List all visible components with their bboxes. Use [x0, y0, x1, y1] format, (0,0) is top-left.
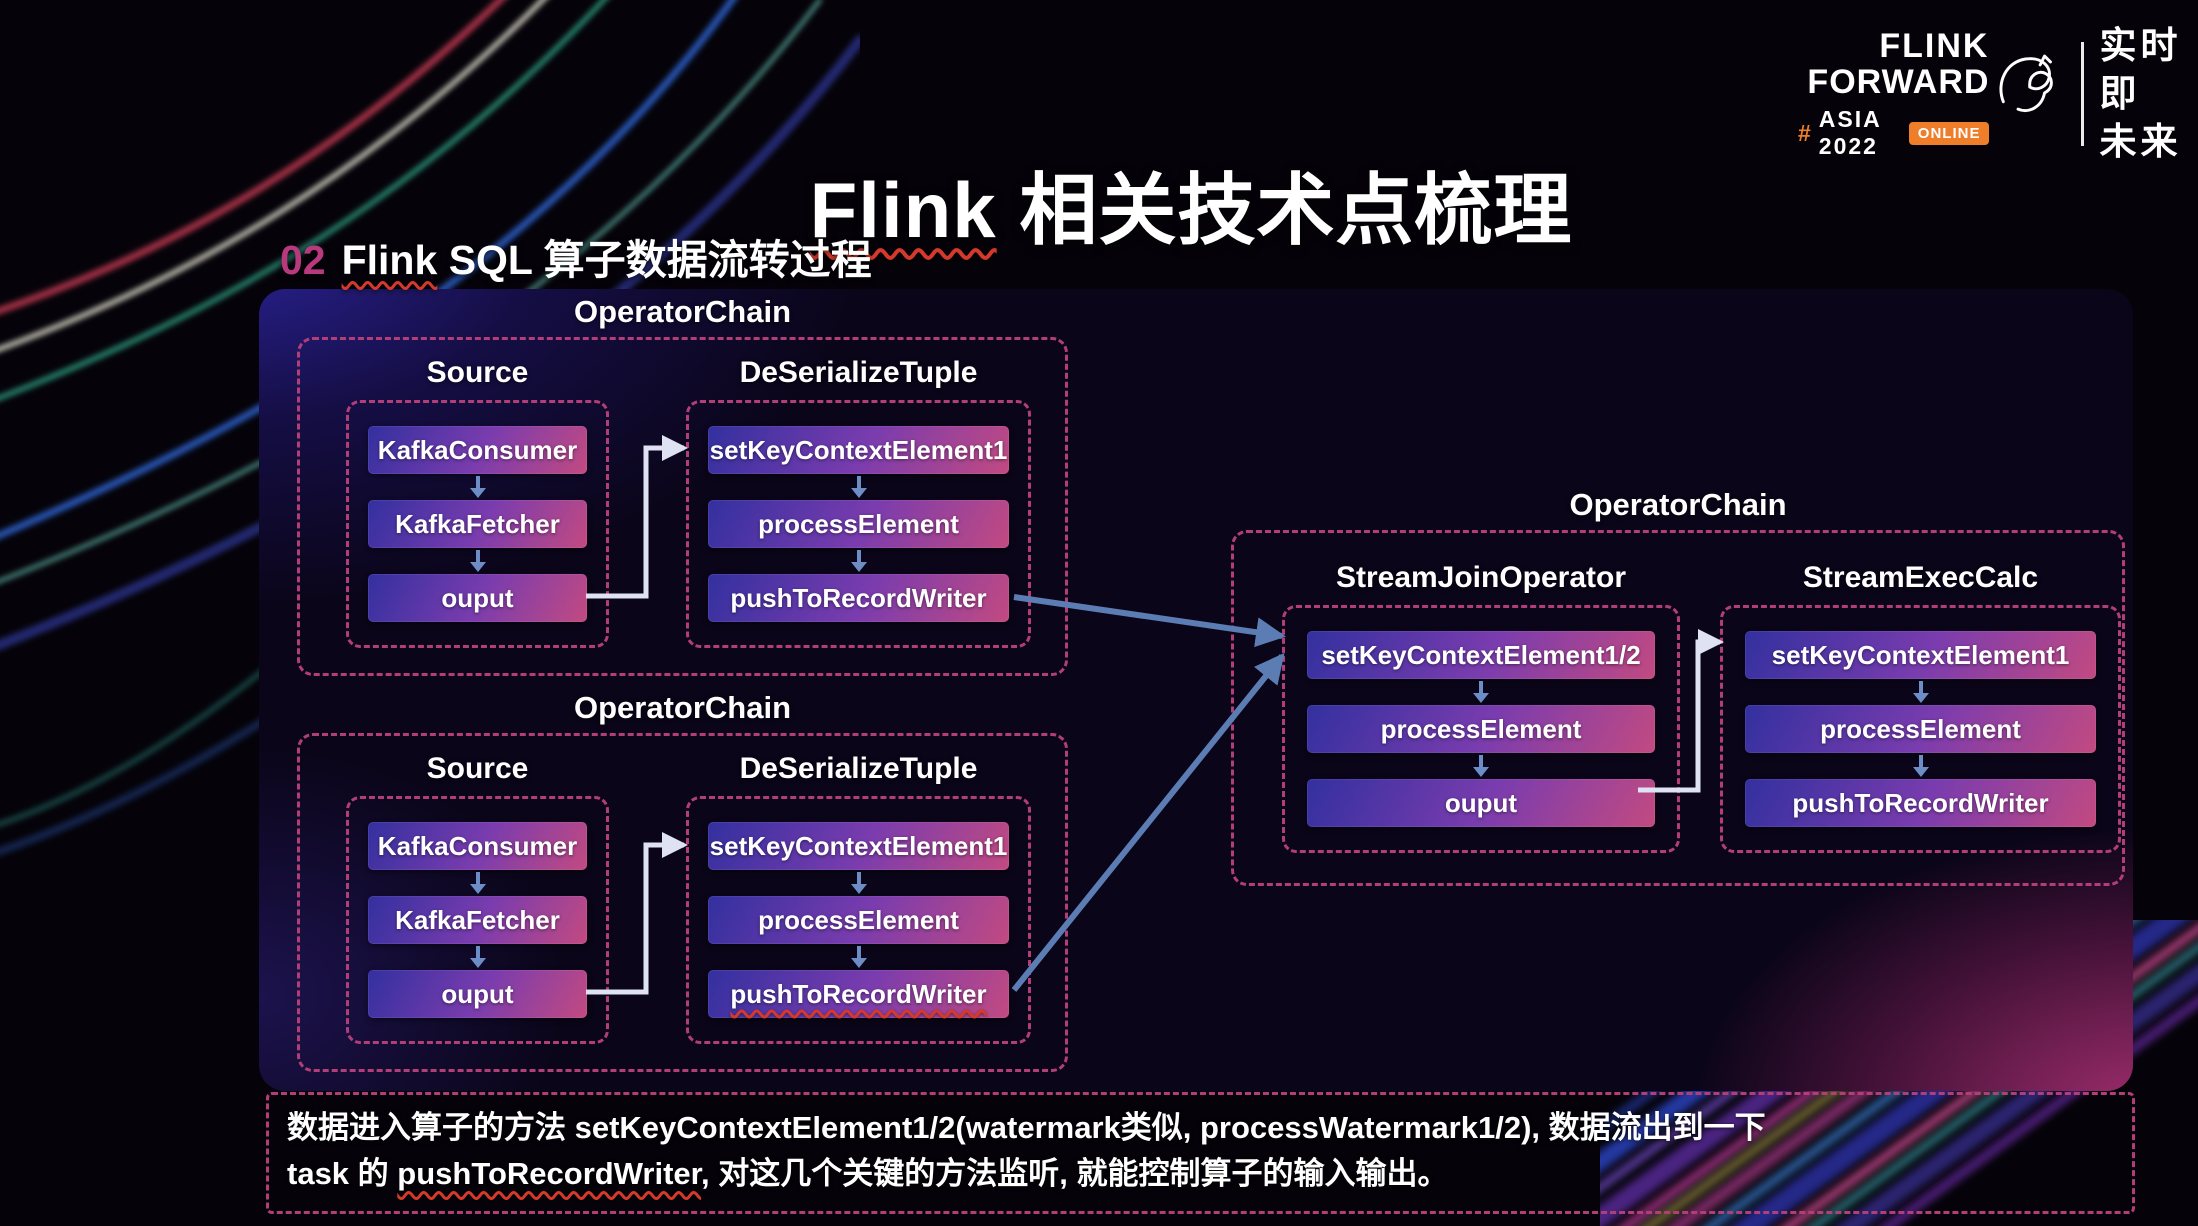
- arrow-down-icon: [1473, 755, 1489, 777]
- group-deserializetuple: DeSerializeTuple setKeyContextElement1 p…: [686, 749, 1031, 1044]
- group-title: DeSerializeTuple: [739, 356, 978, 389]
- arrow-down-icon: [850, 550, 867, 572]
- node-setkeycontextelement1: setKeyContextElement1: [708, 426, 1009, 474]
- logo-divider: [2081, 42, 2084, 146]
- node-processelement: processElement: [1307, 705, 1655, 753]
- logo-forward-text: FORWARD: [1807, 63, 1990, 101]
- group-source: Source KafkaConsumer KafkaFetcher ouput: [346, 353, 609, 648]
- tagline-line2: 未来: [2099, 121, 2182, 162]
- logo-subline: # ASIA 2022 ONLINE: [1798, 106, 1990, 160]
- note-line2: task 的 pushToRecordWriter, 对这几个关键的方法监听, …: [287, 1156, 1449, 1191]
- group-title: StreamExecCalc: [1802, 561, 2039, 594]
- group-title: Source: [426, 752, 529, 785]
- logo-asia-text: ASIA 2022: [1818, 106, 1881, 159]
- group-streamjoinoperator: StreamJoinOperator setKeyContextElement1…: [1282, 558, 1680, 853]
- group-dashed-border: KafkaConsumer KafkaFetcher ouput: [346, 796, 609, 1044]
- operator-chain-bottom-left: OperatorChain Source KafkaConsumer Kafka…: [297, 687, 1068, 1072]
- flink-forward-logo: FLINK FORWARD # ASIA 2022 ONLINE 实时即 未来: [1798, 22, 2198, 166]
- section-flink-word: Flink: [341, 237, 438, 283]
- chain-title: OperatorChain: [573, 294, 792, 329]
- online-badge: ONLINE: [1908, 121, 1990, 145]
- logo-tagline: 实时即 未来: [2100, 22, 2198, 166]
- group-source: Source KafkaConsumer KafkaFetcher ouput: [346, 749, 609, 1044]
- arrow-down-icon: [1912, 681, 1929, 703]
- node-ouput: ouput: [1307, 779, 1655, 827]
- node-setkeycontextelement1: setKeyContextElement1: [708, 822, 1009, 870]
- hash-symbol: #: [1798, 119, 1811, 146]
- group-streamexeccalc: StreamExecCalc setKeyContextElement1 pro…: [1720, 558, 2121, 853]
- node-setkeycontextelement12: setKeyContextElement1/2: [1307, 631, 1655, 679]
- node-processelement: processElement: [708, 500, 1009, 548]
- node-kafkaconsumer: KafkaConsumer: [368, 822, 587, 870]
- arrow-down-icon: [850, 476, 867, 498]
- node-processelement: processElement: [708, 896, 1009, 944]
- section-header: 02 Flink SQL 算子数据流转过程: [280, 226, 872, 286]
- chain-title: OperatorChain: [1569, 487, 1787, 522]
- group-dashed-border: setKeyContextElement1 processElement pus…: [686, 400, 1031, 648]
- group-dashed-border: setKeyContextElement1 processElement pus…: [686, 796, 1031, 1044]
- arrow-down-icon: [469, 476, 486, 498]
- chain-dashed-border: Source KafkaConsumer KafkaFetcher ouput …: [297, 337, 1068, 676]
- group-deserializetuple: DeSerializeTuple setKeyContextElement1 p…: [686, 353, 1031, 648]
- node-pushtorecordwriter: pushToRecordWriter: [708, 970, 1009, 1018]
- title-rest: 相关技术点梳理: [996, 166, 1573, 255]
- arrow-down-icon: [850, 946, 867, 968]
- arrow-down-icon: [850, 872, 867, 894]
- chain-title: OperatorChain: [573, 690, 792, 725]
- group-dashed-border: KafkaConsumer KafkaFetcher ouput: [346, 400, 609, 648]
- arrow-down-icon: [469, 946, 486, 968]
- group-dashed-border: setKeyContextElement1 processElement pus…: [1720, 605, 2121, 853]
- node-kafkafetcher: KafkaFetcher: [368, 896, 587, 944]
- section-number: 02: [280, 237, 326, 283]
- node-pushtorecordwriter: pushToRecordWriter: [708, 574, 1009, 622]
- note-line1: 数据进入算子的方法 setKeyContextElement1/2(waterm…: [287, 1110, 1766, 1145]
- note-pushtorecordwriter: pushToRecordWriter: [397, 1156, 701, 1191]
- group-title: Source: [426, 356, 529, 389]
- node-setkeycontextelement1: setKeyContextElement1: [1745, 631, 2096, 679]
- logo-flink-text: FLINK: [1879, 27, 1990, 65]
- arrow-down-icon: [469, 872, 486, 894]
- arrow-down-icon: [469, 550, 486, 572]
- section-rest: SQL 算子数据流转过程: [437, 237, 872, 283]
- operator-chain-right: OperatorChain StreamJoinOperator setKeyC…: [1231, 484, 2125, 886]
- node-ouput: ouput: [368, 574, 587, 622]
- flink-forward-wordmark: FLINK FORWARD # ASIA 2022 ONLINE: [1798, 27, 1990, 160]
- operator-chain-top-left: OperatorChain Source KafkaConsumer Kafka…: [297, 291, 1068, 676]
- node-processelement: processElement: [1745, 705, 2096, 753]
- chain-dashed-border: StreamJoinOperator setKeyContextElement1…: [1231, 530, 2125, 886]
- tagline-line1: 实时即: [2099, 25, 2182, 114]
- chain-dashed-border: Source KafkaConsumer KafkaFetcher ouput …: [297, 733, 1068, 1072]
- node-kafkafetcher: KafkaFetcher: [368, 500, 587, 548]
- note-box: 数据进入算子的方法 setKeyContextElement1/2(waterm…: [266, 1092, 2135, 1214]
- node-pushtorecordwriter: pushToRecordWriter: [1745, 779, 2096, 827]
- arrow-down-icon: [1912, 755, 1929, 777]
- group-title: StreamJoinOperator: [1335, 561, 1627, 594]
- group-dashed-border: setKeyContextElement1/2 processElement o…: [1282, 605, 1680, 853]
- node-ouput: ouput: [368, 970, 587, 1018]
- arrow-down-icon: [1473, 681, 1489, 703]
- node-kafkaconsumer: KafkaConsumer: [368, 426, 587, 474]
- squirrel-logo-icon: [1999, 54, 2054, 112]
- group-title: DeSerializeTuple: [739, 752, 978, 785]
